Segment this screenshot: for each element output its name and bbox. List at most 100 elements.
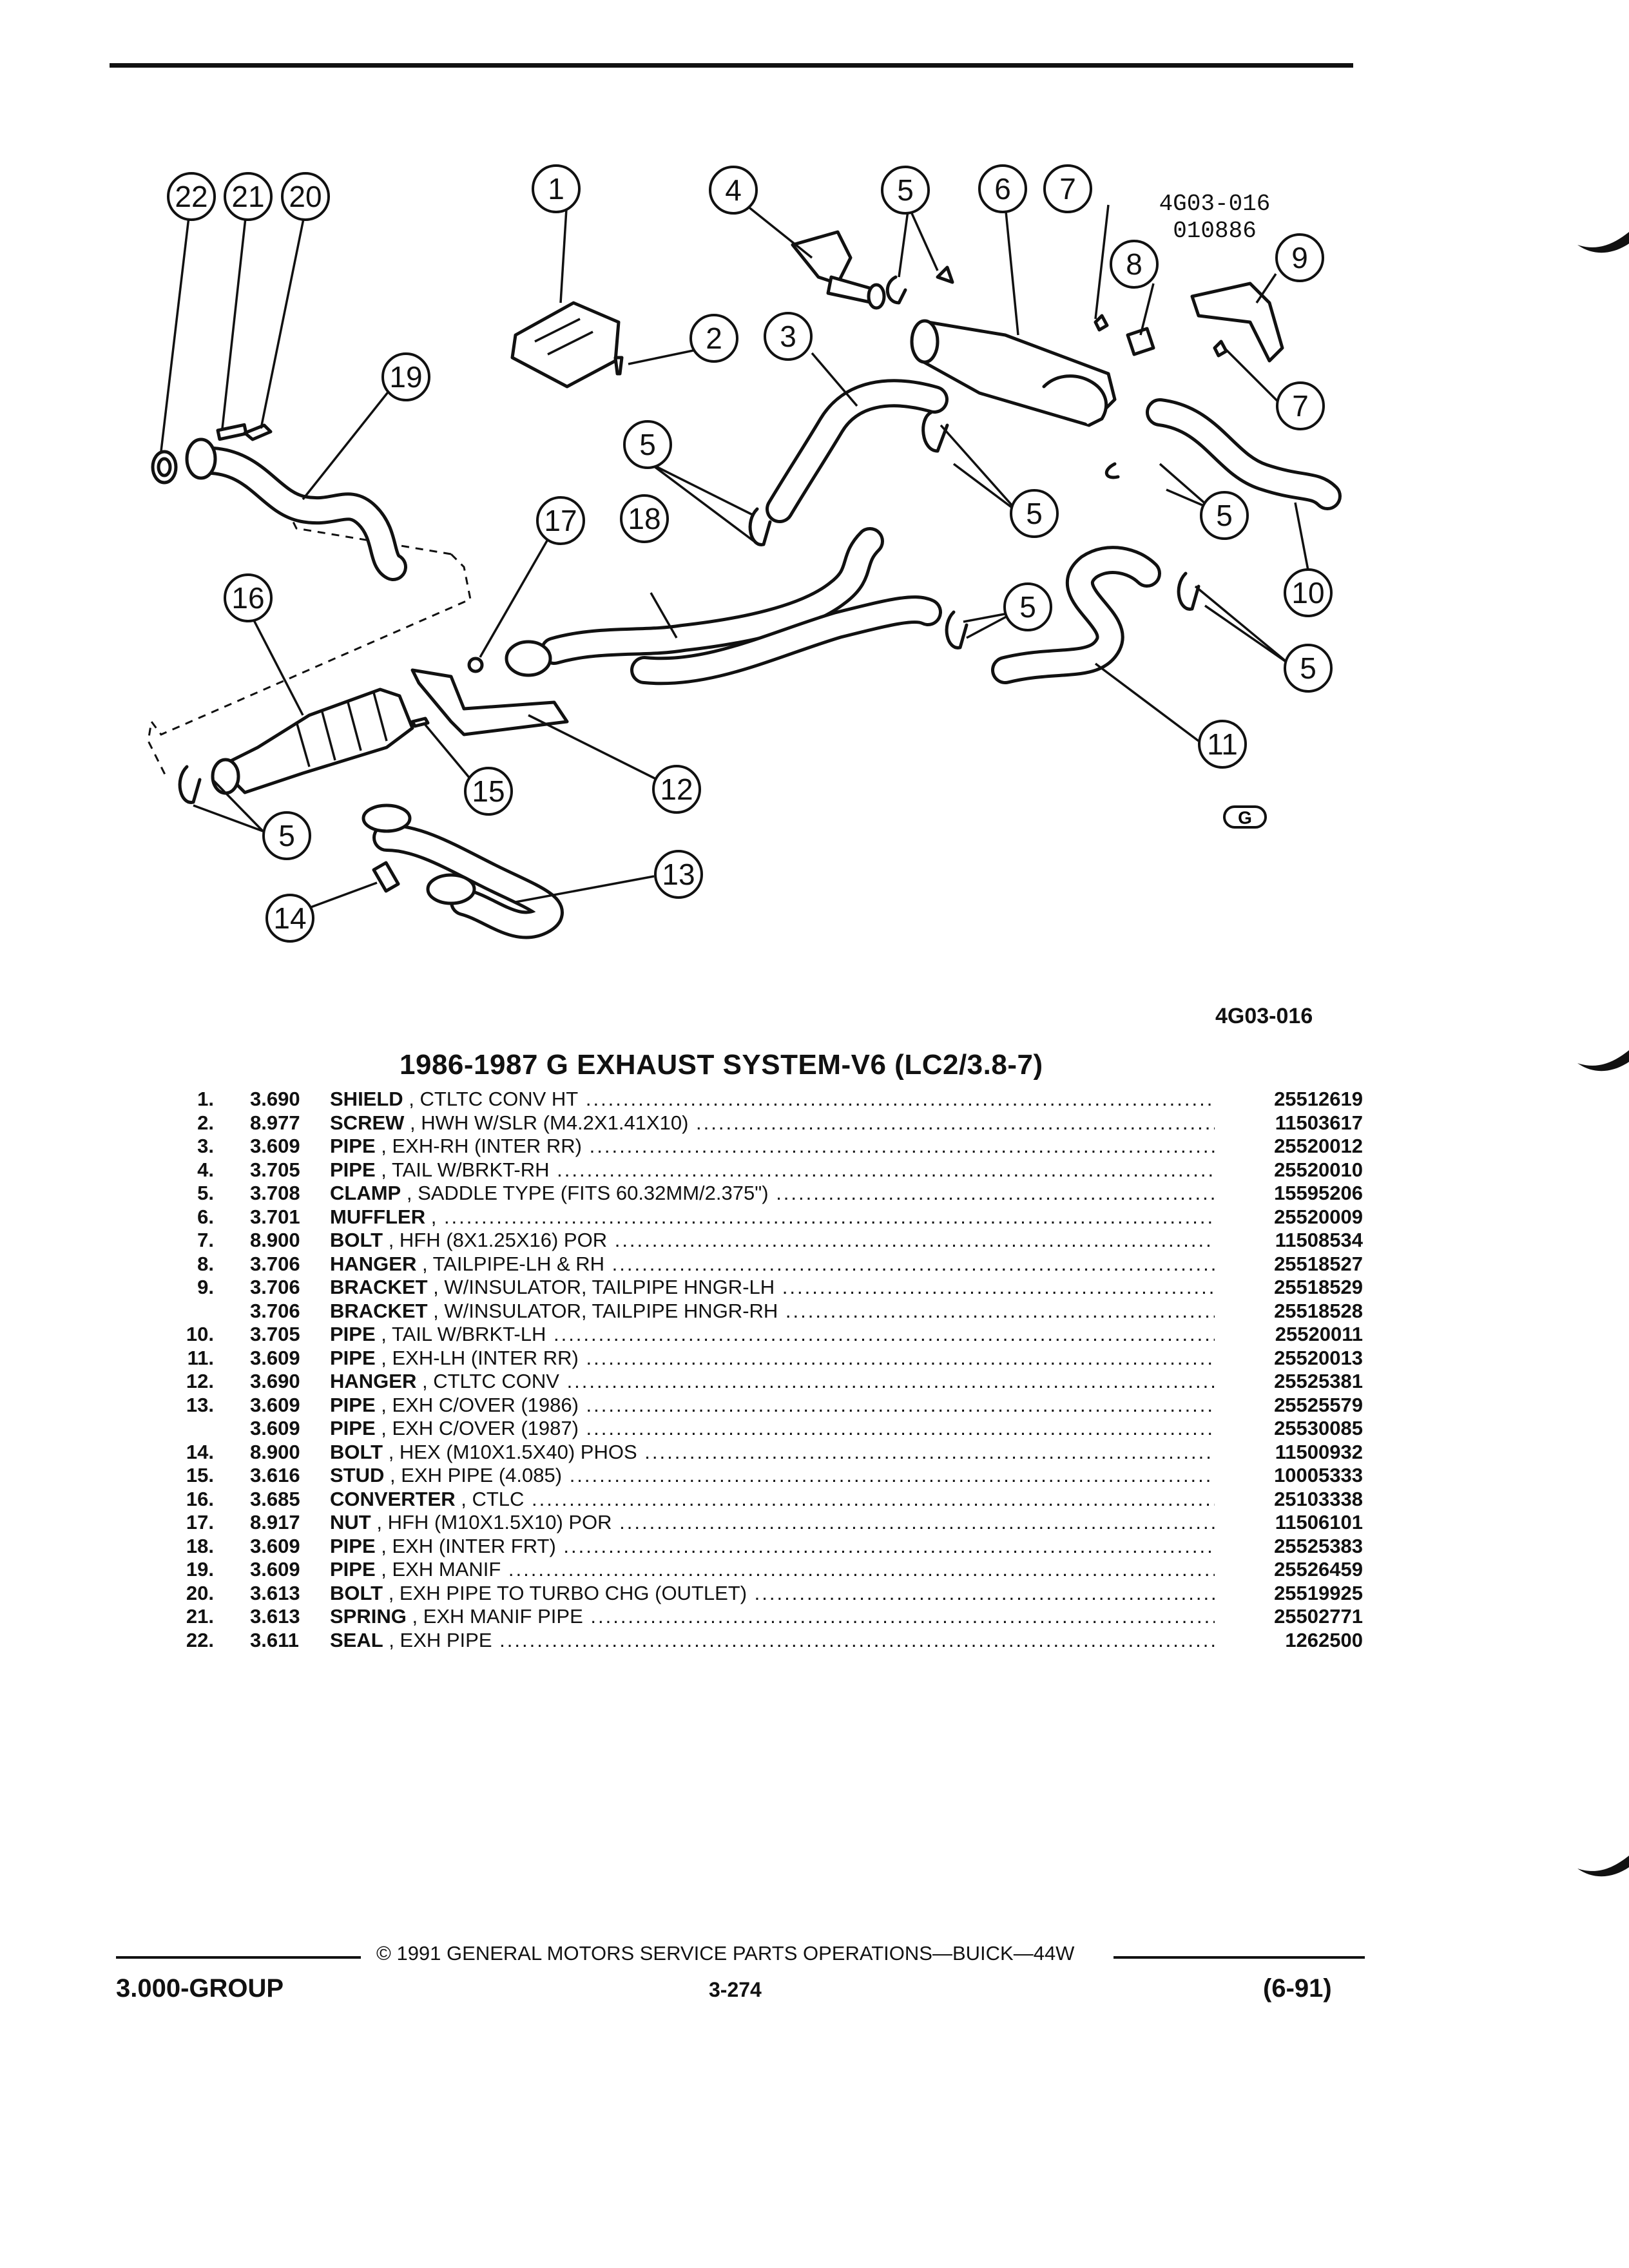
part-name: BOLT [330, 1581, 383, 1604]
part-description: PIPE , EXH-LH (INTER RR) ...............… [330, 1346, 1215, 1369]
svg-text:5: 5 [897, 173, 914, 207]
part-detail: CTLTC CONV [433, 1370, 559, 1392]
svg-text:13: 13 [662, 858, 695, 891]
callout-12: 12 [652, 765, 701, 814]
svg-text:11: 11 [1207, 727, 1238, 761]
parts-list-row: 21. 3.613 SPRING , EXH MANIF PIPE ........… [174, 1605, 1363, 1629]
svg-text:21: 21 [231, 180, 264, 213]
group-label: 3.000-GROUP [116, 1974, 284, 2003]
part-detail: W/INSULATOR, TAILPIPE HNGR-RH [444, 1299, 778, 1322]
part-name: CLAMP [330, 1182, 401, 1204]
part-number: 11506101 [1275, 1511, 1363, 1533]
callout-5-right: 5 [1200, 491, 1249, 540]
callout-14: 14 [265, 894, 314, 943]
part-number: 25502771 [1274, 1605, 1363, 1628]
svg-text:19: 19 [389, 360, 422, 394]
part-description: SCREW , HWH W/SLR (M4.2X1.41X10) .......… [330, 1111, 1215, 1134]
part-name: BRACKET [330, 1276, 428, 1298]
group-code: 3.708 [250, 1182, 300, 1204]
part-number: 25520011 [1275, 1323, 1363, 1345]
part-description: BOLT , HFH (8X1.25X16) POR .............… [330, 1229, 1215, 1251]
part-name: HANGER [330, 1370, 417, 1392]
part-number: 1262500 [1285, 1628, 1363, 1651]
part-description: BRACKET , W/INSULATOR, TAILPIPE HNGR-LH … [330, 1276, 1215, 1298]
item-number: 5. [197, 1182, 214, 1204]
part-description: SPRING , EXH MANIF PIPE ................… [330, 1605, 1215, 1628]
part-name: HANGER [330, 1252, 417, 1275]
item-number: 11. [187, 1346, 214, 1369]
callout-4: 4 [709, 166, 758, 215]
part-detail: HFH (8X1.25X16) POR [399, 1229, 608, 1251]
part-name: BRACKET [330, 1299, 428, 1322]
part-detail: EXH C/OVER (1986) [392, 1393, 579, 1416]
part-name: SCREW [330, 1111, 405, 1134]
callout-8: 8 [1110, 240, 1159, 289]
part-name: CONVERTER [330, 1487, 456, 1510]
group-code: 3.611 [250, 1628, 299, 1651]
part-name: NUT [330, 1511, 371, 1533]
footer-rule-left [116, 1956, 361, 1959]
part-description: HANGER , CTLTC CONV ....................… [330, 1370, 1215, 1392]
svg-text:14: 14 [273, 901, 306, 935]
part-number: 25519925 [1274, 1581, 1363, 1604]
part-detail: SADDLE TYPE (FITS 60.32MM/2.375") [418, 1182, 769, 1204]
group-code: 3.706 [250, 1276, 300, 1298]
copyright-line: © 1991 GENERAL MOTORS SERVICE PARTS OPER… [376, 1942, 1075, 1965]
part-description: NUT , HFH (M10X1.5X10) POR .............… [330, 1511, 1215, 1533]
svg-text:17: 17 [544, 504, 577, 537]
item-number: 20. [186, 1581, 214, 1604]
part-description: STUD , EXH PIPE (4.085) ................… [330, 1464, 1215, 1486]
part-number: 25520010 [1274, 1158, 1363, 1181]
part-description: PIPE , EXH C/OVER (1987) ...............… [330, 1417, 1215, 1439]
part-number: 11503617 [1275, 1111, 1363, 1134]
item-number: 21. [186, 1605, 214, 1628]
svg-text:5: 5 [1300, 651, 1316, 685]
part-detail: EXH C/OVER (1987) [392, 1417, 579, 1439]
svg-text:G: G [1238, 808, 1252, 828]
part-name: BOLT [330, 1229, 383, 1251]
part-detail: EXH-RH (INTER RR) [392, 1135, 583, 1157]
item-number: 7. [197, 1229, 214, 1251]
part-description: PIPE , EXH C/OVER (1986) ...............… [330, 1393, 1215, 1416]
group-code: 3.616 [250, 1464, 300, 1486]
binder-mark [1577, 1050, 1629, 1072]
part-number: 10005333 [1274, 1464, 1363, 1486]
item-number: 15. [186, 1464, 214, 1486]
group-code: 3.613 [250, 1605, 300, 1628]
group-code: 3.690 [250, 1088, 300, 1110]
svg-text:3: 3 [780, 320, 796, 353]
part-number: 15595206 [1274, 1182, 1363, 1204]
callout-5-pipe: 5 [1003, 582, 1052, 631]
part-detail: EXH PIPE [400, 1628, 492, 1651]
part-number: 25520009 [1274, 1205, 1363, 1228]
item-number: 22. [186, 1628, 214, 1651]
part-name: BOLT [330, 1440, 383, 1463]
callout-3: 3 [764, 312, 813, 361]
part-detail: TAIL W/BRKT-RH [391, 1158, 550, 1181]
part-description: PIPE , EXH-RH (INTER RR) ...............… [330, 1135, 1215, 1157]
svg-text:22: 22 [175, 180, 207, 213]
part-detail: TAILPIPE-LH & RH [432, 1252, 605, 1275]
callout-17: 17 [536, 496, 585, 545]
svg-text:1: 1 [548, 172, 564, 206]
callout-9: 9 [1275, 233, 1324, 282]
part-description: CONVERTER , CTLC .......................… [330, 1487, 1215, 1510]
group-code: 3.613 [250, 1581, 300, 1604]
item-number: 2. [197, 1111, 214, 1134]
figure-code: 4G03-016 [1215, 1004, 1313, 1028]
callout-22: 22 [167, 172, 216, 221]
svg-text:12: 12 [660, 773, 693, 806]
group-code: 8.977 [250, 1111, 300, 1134]
item-number: 17. [186, 1511, 214, 1533]
callout-20: 20 [281, 172, 330, 221]
